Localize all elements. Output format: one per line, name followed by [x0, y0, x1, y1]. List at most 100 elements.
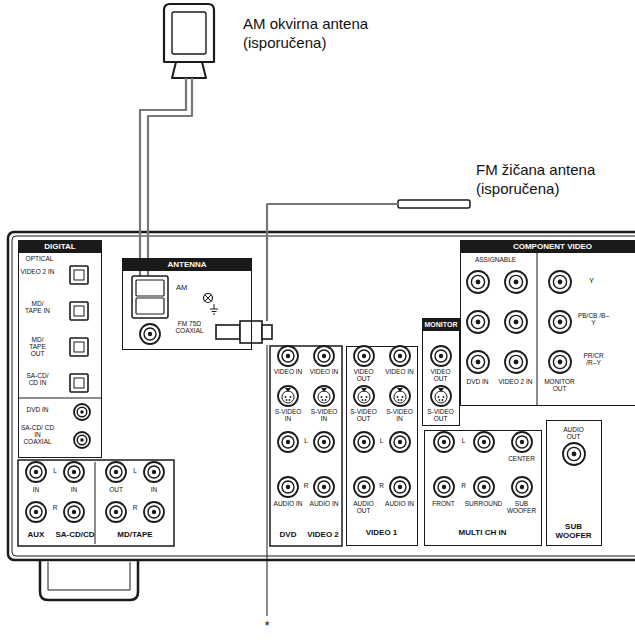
jack-pin — [476, 320, 481, 325]
jack-label: AM — [172, 284, 192, 291]
s-video-key — [361, 388, 367, 392]
jack-ring — [471, 355, 484, 368]
jack-pin — [514, 360, 519, 365]
rca-jack — [140, 324, 160, 344]
jack-label: S-VIDEO IN — [384, 408, 416, 422]
jack-ring — [509, 355, 522, 368]
jack-pin — [482, 485, 486, 489]
jack-label: L — [131, 467, 139, 474]
s-video-pin — [326, 396, 328, 398]
s-video-pin — [321, 396, 323, 398]
jack-pin — [286, 354, 290, 358]
jack-pin — [476, 360, 481, 365]
jack-label: DVD IN — [23, 406, 53, 413]
jack-ring — [394, 436, 406, 448]
jack-ring — [144, 328, 156, 340]
rca-jack — [512, 477, 532, 497]
optical-jack — [70, 374, 88, 392]
s-video-pin — [402, 396, 404, 398]
jack-pin — [114, 510, 118, 514]
jack-pin — [558, 360, 563, 365]
jack-label: ASSIGNABLE — [466, 256, 526, 263]
s-video-pin — [366, 396, 368, 398]
rca-jack — [64, 502, 84, 522]
rca-jack — [144, 502, 164, 522]
fm-wire-antenna — [398, 200, 470, 208]
panel-section: VIDEO OUTVIDEO INS-VIDEO OUTS-VIDEO INLR… — [346, 346, 418, 546]
jack-label: VIDEO OUT — [424, 368, 458, 382]
jack-label: MD/ TAPE IN — [23, 300, 53, 314]
rca-jack — [64, 462, 84, 482]
callout-leader — [267, 345, 268, 616]
jack-ring — [110, 506, 122, 518]
jack-ring — [318, 481, 330, 493]
jack-pin — [398, 354, 402, 358]
jack-label: VIDEO IN — [308, 368, 340, 375]
jack-ring — [553, 275, 566, 288]
rca-jack — [505, 351, 527, 373]
jack-pin — [114, 470, 118, 474]
jack-pin — [362, 354, 366, 358]
jack-ring — [358, 350, 370, 362]
jack-ring — [282, 481, 294, 493]
optical-jack — [70, 266, 88, 284]
jack-pin — [558, 320, 563, 325]
optical-jack — [70, 338, 88, 356]
s-video-pin — [439, 399, 441, 401]
jack-ring — [553, 355, 566, 368]
s-video-jack — [354, 386, 374, 406]
fm-plug-collar — [240, 321, 262, 343]
ground-screw-cross — [205, 295, 211, 301]
panel-section: DIGITALOPTICALVIDEO 2 INMD/ TAPE INMD/ T… — [18, 240, 102, 458]
jack-label: R — [131, 504, 139, 511]
rca-jack — [106, 502, 126, 522]
fm-plug-end — [262, 325, 272, 339]
s-video-pin — [322, 399, 324, 401]
jack-label: VIDEO 2 IN — [20, 268, 56, 275]
jack-ring — [358, 436, 370, 448]
jack-label: SA-CD/ CD IN — [23, 372, 53, 386]
optical-shutter — [74, 378, 84, 388]
rca-jack — [549, 271, 571, 293]
s-video-pin — [365, 399, 367, 401]
jack-ring — [282, 436, 294, 448]
s-video-pin — [289, 399, 291, 401]
jack-label: SUB WOOFER — [506, 500, 538, 514]
s-video-pin — [325, 399, 327, 401]
jack-pin — [398, 485, 402, 489]
jack-group-outline — [270, 346, 342, 546]
s-video-pin — [443, 396, 445, 398]
jack-label: AUDIO IN — [308, 500, 340, 507]
panel-foot — [40, 560, 138, 600]
s-video-ring — [282, 391, 294, 403]
jack-label: S-VIDEO OUT — [424, 408, 458, 422]
panel-section: COMPONENT VIDEOASSIGNABLEYPB/CB /B–YPR/C… — [460, 240, 635, 406]
rca-jack — [505, 311, 527, 333]
am-terminal-block — [132, 276, 168, 318]
jack-ring — [282, 350, 294, 362]
jack-ring — [110, 466, 122, 478]
s-video-ring — [394, 391, 406, 403]
jack-label: VIDEO 2 IN — [499, 378, 533, 385]
jack-group-outline — [18, 460, 174, 546]
rca-jack — [390, 477, 410, 497]
jack-ring — [394, 481, 406, 493]
jack-label: S-VIDEO IN — [308, 408, 340, 422]
jack-pin — [572, 452, 577, 457]
jack-label: R — [51, 504, 59, 511]
panel-section: MONITORVIDEO OUTS-VIDEO OUT — [422, 318, 460, 426]
jack-ring — [509, 275, 522, 288]
jack-pin — [520, 440, 524, 444]
am-loop-inner — [172, 12, 206, 54]
s-video-pin — [362, 399, 364, 401]
group-name: MD/TAPE — [113, 530, 157, 539]
section-divider — [537, 252, 538, 406]
optical-jack — [70, 302, 88, 320]
s-video-pin — [290, 396, 292, 398]
jack-label: PB/CB /B–Y — [578, 312, 610, 326]
s-video-key — [285, 388, 291, 392]
jack-label: IN — [143, 486, 165, 493]
jack-label: IN — [26, 486, 46, 493]
jack-pin — [442, 485, 446, 489]
jack-pin — [34, 510, 38, 514]
